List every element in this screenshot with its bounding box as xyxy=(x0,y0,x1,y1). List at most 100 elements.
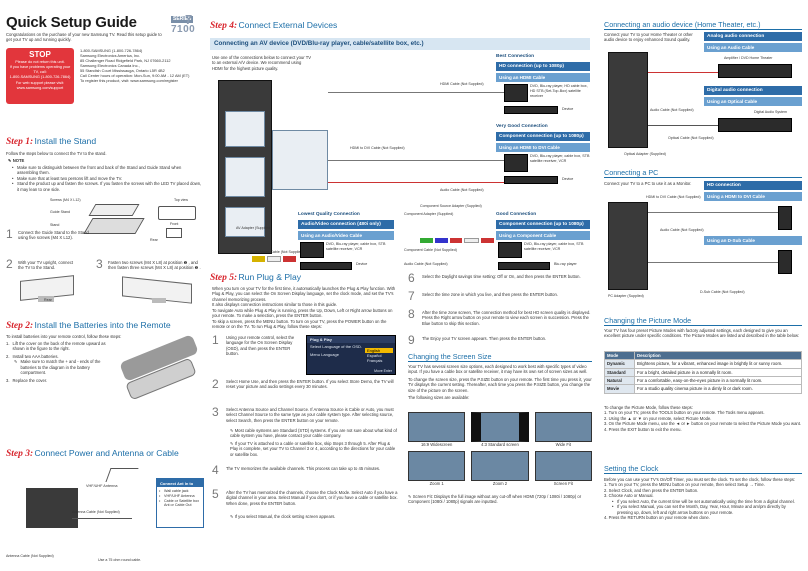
picture-step: 3. On the Picture Mode menu, use the ◄ o… xyxy=(604,421,802,427)
clock-step: 4. Press the RETURN button on your remot… xyxy=(604,515,710,521)
av-plugs xyxy=(252,256,297,262)
optical-line xyxy=(648,125,718,126)
step-number: 1 xyxy=(212,333,219,347)
step-number: 9 xyxy=(408,333,415,347)
size-option: Wide Fit xyxy=(534,412,592,447)
good-cable: Using a Component Cable xyxy=(496,231,590,240)
amplifier-device xyxy=(718,64,792,78)
divider xyxy=(604,29,802,30)
clock-bullet: If you select Manual, you can set the Mo… xyxy=(612,504,802,515)
hdmi-dvi-label: HDMI to DVI Cable (Not Supplied) xyxy=(646,195,701,199)
step5-paragraph: It also displays connection instructions… xyxy=(212,302,338,308)
pc-hd-cable: Using a HDMI to DVI Cable xyxy=(704,192,802,201)
connect-ant-item: VHF/UHF Antenna xyxy=(159,494,201,499)
osd-prompt: Select Language of the OSD. xyxy=(310,344,363,349)
series-number: 7 xyxy=(185,12,193,27)
step5-item: Select the Daylight savings time setting… xyxy=(422,274,581,279)
contact-line: Samsung Electronics America, Inc. xyxy=(80,53,141,59)
stop-line: Please do not return this unit. xyxy=(15,60,65,64)
step2-item: Make sure to match the + and - ends of t… xyxy=(20,359,101,376)
stop-line: If you have problems operating your TV, … xyxy=(9,65,71,75)
very-good-cable: Using an HDMI to DVI Cable xyxy=(496,143,590,152)
screen-size-paragraph: To change the screen size, press the P.S… xyxy=(408,376,592,393)
good-desc: DVD, Blu-ray player, cable box, STB sate… xyxy=(524,242,584,251)
audio-cable-line xyxy=(328,182,504,183)
size-option: 16:9 Widescreen xyxy=(408,412,466,447)
divider xyxy=(604,325,802,326)
connect-ant-item: Wall cable jack xyxy=(159,489,201,494)
analog-bar: Analog audio connection xyxy=(704,32,802,41)
pc-tower xyxy=(778,250,792,274)
good-audio-label: Audio Cable (Not Supplied) xyxy=(404,262,448,266)
step5-title: Run Plug & Play xyxy=(238,272,302,282)
callout: Rear xyxy=(150,238,158,242)
pc-audio-label: Audio Cable (Not Supplied) xyxy=(660,228,704,232)
screen-size-text: Your TV has several screen size options,… xyxy=(408,364,592,401)
audio-text: Connect your TV to your Home Theater or … xyxy=(604,32,693,43)
contact-line: 55 Standish Court Mississauga, Ontario L… xyxy=(80,68,165,74)
contact-line: To register this product, visit: www.sam… xyxy=(80,78,178,84)
cable-label: Antenna Cable (Not Supplied) xyxy=(72,510,120,514)
contact-line: Call Center hours of operation: Mon-Sun,… xyxy=(80,73,190,79)
step5-item: The TV memorizes the available channels.… xyxy=(226,466,381,471)
step-number: 2 xyxy=(6,257,13,271)
remote-illustration xyxy=(112,334,204,401)
step5-item: After the time zone screen, The connecti… xyxy=(422,310,591,326)
divider xyxy=(604,473,802,474)
digital-audio-device xyxy=(718,118,792,132)
pc-adapter-label: PC Adapter (Supplied) xyxy=(608,294,644,298)
digital-system-label: Digital Audio System xyxy=(754,110,787,114)
step1-title: Install the Stand xyxy=(34,136,97,146)
component-port-device xyxy=(498,242,522,258)
optical-cable-label: Optical Cable (Not Supplied) xyxy=(668,136,714,140)
step-number: 1 xyxy=(6,227,13,241)
callout: Guide Stand xyxy=(50,210,70,214)
step1-item: Fasten two screws (M4 X L8) at position … xyxy=(108,260,201,271)
step4-intro: Use one of the connections below to conn… xyxy=(212,55,312,71)
page-title: Quick Setup Guide xyxy=(6,14,137,31)
size-option: Zoom 2 xyxy=(471,451,529,486)
component-source-label: Component Source Adapter (Supplied) xyxy=(420,204,482,208)
note-item: Make sure to distinguish between the fro… xyxy=(12,165,202,176)
osd-option[interactable]: English xyxy=(365,348,393,353)
picture-steps-intro: To change the Picture Mode, follow these… xyxy=(604,405,693,410)
cable-note: Use a 75 ohm round cable. xyxy=(98,558,142,562)
lowest-desc: DVD, Blu-ray player, cable box, STB sate… xyxy=(326,242,386,251)
step4-heading: Step 4: Connect External Devices xyxy=(210,20,337,33)
osd-footer: Move Enter xyxy=(374,368,392,373)
contact-line: 85 Challenger Road Ridgefield Park, NJ 0… xyxy=(80,58,171,64)
very-good-desc: DVD, Blu-ray player, cable box, STB sate… xyxy=(530,154,590,163)
tv-stand-screws-illustration xyxy=(112,276,202,304)
step5-note: ✎ Most cable systems are Standard (STD) … xyxy=(230,428,397,439)
step1-heading: Step 1: Install the Stand xyxy=(6,136,96,149)
very-good-bar: Component connection (up to 1080p) xyxy=(496,132,590,141)
component-cable-label: Component Cable (Not Supplied) xyxy=(404,248,457,252)
step5-paragraph: When you turn on your TV for the first t… xyxy=(212,286,396,302)
osd-option[interactable]: Français xyxy=(367,358,383,363)
very-good-label: Very Good Connection xyxy=(496,124,548,129)
clock-title: Setting the Clock xyxy=(604,464,659,473)
osd-option[interactable]: Español xyxy=(367,353,382,358)
step4-number: Step 4: xyxy=(210,21,238,31)
clock-text: Before you can use your TV's On/Off Time… xyxy=(604,477,796,482)
clock-step: 3. Choose Auto or Manual. xyxy=(604,493,654,499)
antenna-label: VHF/UHF Antenna xyxy=(86,484,118,488)
pc-dsub-line xyxy=(648,262,778,263)
step1-intro: Follow the steps below to connect the TV… xyxy=(6,151,107,156)
av-port-device xyxy=(300,242,324,258)
step-number: 7 xyxy=(408,289,415,303)
callout: Screws (M4 X L12) xyxy=(50,198,81,202)
good-device xyxy=(498,262,550,270)
divider xyxy=(604,177,802,178)
clock-step: 1. Turn on your TV, press the MENU butto… xyxy=(604,482,765,488)
pc-text: Connect your TV to a PC to use it as a M… xyxy=(604,181,692,186)
note-item: Stand the product up and fasten the scre… xyxy=(12,181,202,192)
step5-number: Step 5: xyxy=(210,273,238,283)
cable-label: Antenna Cable (Not Supplied) xyxy=(6,554,54,558)
good-bar: Component connection (up to 1080p) xyxy=(496,220,590,229)
step5-item: After the TV has memorized the channels,… xyxy=(226,490,398,506)
